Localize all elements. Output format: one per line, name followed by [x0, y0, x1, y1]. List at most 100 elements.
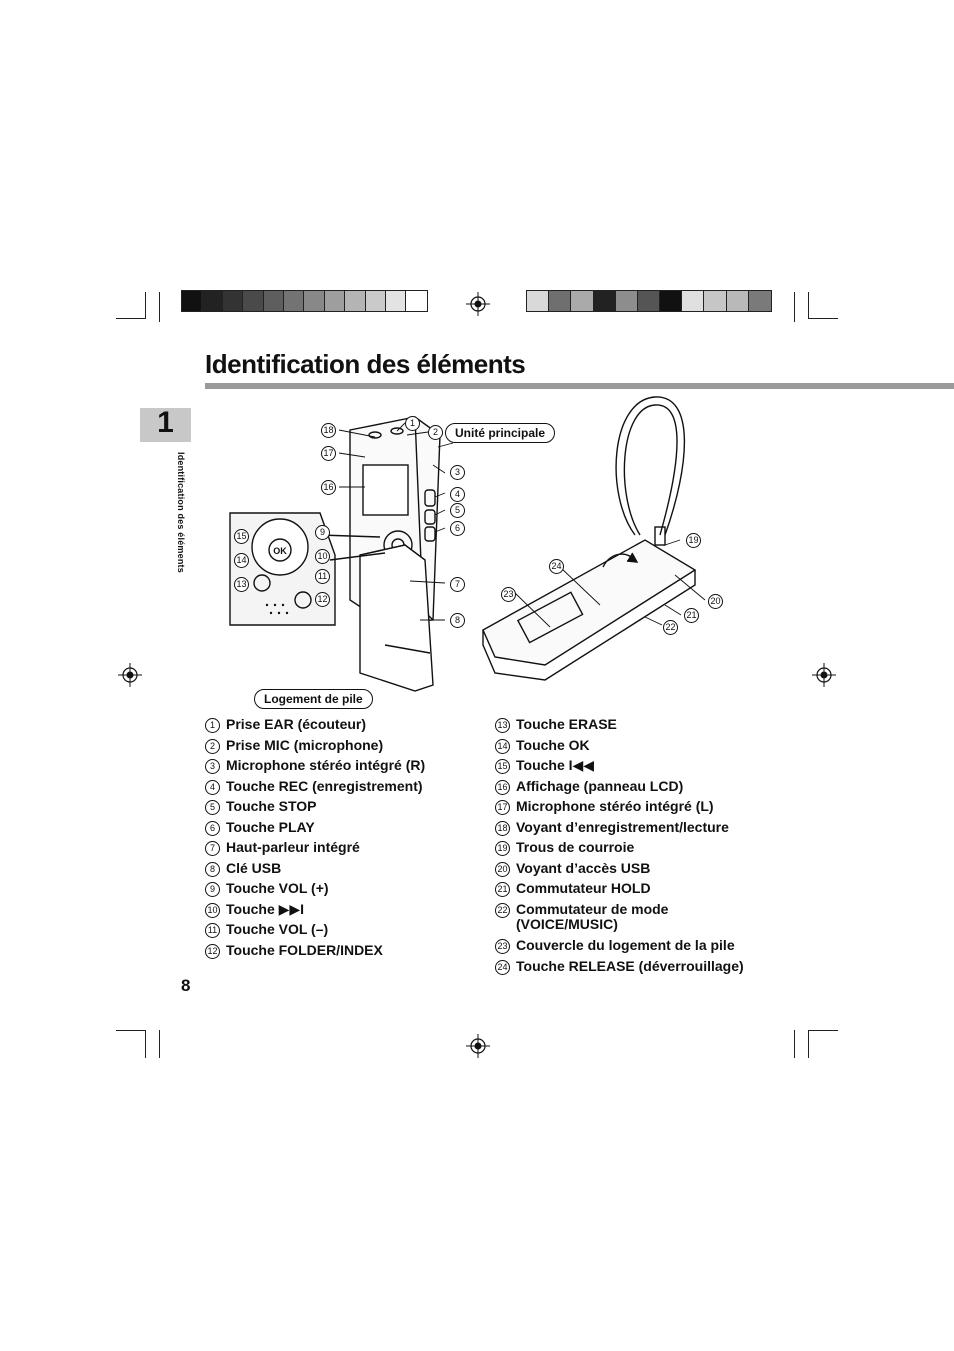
color-swatch — [222, 291, 244, 311]
crop-mark — [116, 1030, 146, 1031]
callout-18: 18 — [321, 423, 336, 438]
crop-mark — [808, 318, 838, 319]
legend-item: 24 Touche RELEASE (déverrouillage) — [495, 958, 744, 975]
legend-number: 3 — [205, 759, 220, 774]
callout-22: 22 — [663, 620, 678, 635]
legend-number: 15 — [495, 759, 510, 774]
legend-item: 21 Commutateur HOLD — [495, 880, 651, 897]
color-swatch — [726, 291, 749, 311]
crop-mark — [808, 1030, 809, 1058]
legend-number: 8 — [205, 861, 220, 877]
legend-item: 1 Prise EAR (écouteur) — [205, 716, 366, 733]
callout-6: 6 — [450, 521, 465, 536]
legend-number: 19 — [495, 841, 510, 856]
legend-number: 12 — [205, 943, 220, 959]
legend-number: 9 — [205, 882, 220, 897]
color-swatch — [386, 291, 407, 311]
callout-13: 13 — [234, 577, 249, 592]
color-swatch — [324, 291, 346, 311]
legend-item: 19 Trous de courroie — [495, 839, 634, 856]
legend-number: 1 — [205, 718, 220, 733]
crop-mark — [145, 1030, 146, 1058]
legend-number: 2 — [205, 738, 220, 754]
legend-number: 4 — [205, 779, 220, 795]
legend-text: Touche VOL (+) — [226, 880, 329, 896]
callout-3: 3 — [450, 465, 465, 480]
legend-text: Trous de courroie — [516, 839, 635, 855]
legend-text: Touche I◀◀ — [516, 757, 595, 773]
legend-number: 6 — [205, 820, 220, 836]
crop-mark — [159, 292, 160, 322]
device-diagram: OK — [229, 396, 706, 692]
legend-item: 6 Touche PLAY — [205, 819, 315, 836]
legend-number: 17 — [495, 800, 510, 815]
color-swatch — [284, 291, 305, 311]
legend-number: 21 — [495, 882, 510, 897]
callout-9: 9 — [315, 525, 330, 540]
color-swatch — [345, 291, 366, 311]
callout-10: 10 — [315, 549, 330, 564]
legend-text: Commutateur HOLD — [516, 880, 651, 896]
crop-mark — [794, 292, 795, 322]
legend-text: Prise EAR (écouteur) — [226, 716, 367, 732]
color-swatch — [571, 291, 594, 311]
legend-number: 11 — [205, 923, 220, 938]
side-chapter-label: Identification des éléments — [176, 452, 186, 573]
registration-mark-icon — [118, 663, 142, 687]
title-rule — [205, 383, 954, 389]
color-swatch — [182, 291, 203, 311]
callout-11: 11 — [315, 569, 330, 584]
legend-item: 20 Voyant d’accès USB — [495, 860, 650, 877]
main-unit-label: Unité principale — [445, 423, 556, 443]
callout-12: 12 — [315, 592, 330, 607]
legend-text: Prise MIC (microphone) — [226, 736, 384, 753]
legend-number: 20 — [495, 861, 510, 877]
callout-8: 8 — [450, 613, 465, 628]
crop-mark — [116, 318, 146, 319]
color-swatch — [263, 291, 285, 311]
legend-text: Touche RELEASE (déverrouillage) — [516, 958, 744, 974]
legend-item: (VOICE/MUSIC) — [495, 916, 618, 935]
callout-24: 24 — [549, 559, 564, 574]
page-title: Identification des éléments — [205, 349, 526, 379]
battery-compartment-label: Logement de pile — [254, 689, 373, 709]
legend-text: Microphone stéréo intégré (L) — [516, 798, 714, 814]
callout-20: 20 — [708, 594, 723, 609]
color-calibration-bar-right — [526, 290, 772, 312]
color-swatch — [406, 291, 427, 311]
legend-number: 24 — [495, 960, 510, 975]
page-number: 8 — [181, 976, 191, 995]
legend-text: Clé USB — [226, 859, 282, 876]
color-swatch — [637, 291, 661, 311]
legend-text: Voyant d’enregistrement/lecture — [516, 818, 729, 835]
color-swatch — [593, 291, 616, 311]
legend-text: Voyant d’accès USB — [516, 859, 651, 876]
color-swatch — [660, 291, 683, 311]
crop-mark — [808, 1030, 838, 1031]
legend-text: Touche STOP — [226, 798, 317, 814]
callout-7: 7 — [450, 577, 465, 592]
legend-text: Touche ▶▶I — [226, 900, 305, 917]
callout-17: 17 — [321, 446, 336, 461]
callout-21: 21 — [684, 608, 699, 623]
color-swatch — [615, 291, 638, 311]
crop-mark — [159, 1030, 160, 1058]
color-swatch — [365, 291, 387, 311]
legend-item: 15 Touche I◀◀ — [495, 757, 594, 774]
legend-text: Couvercle du logement de la pile — [516, 937, 735, 953]
callout-15: 15 — [234, 529, 249, 544]
legend-item: 8 Clé USB — [205, 860, 281, 877]
legend-text: Touche PLAY — [226, 818, 315, 835]
legend-number: 14 — [495, 738, 510, 754]
registration-mark-icon — [466, 1034, 490, 1058]
legend-text: Touche ERASE — [516, 716, 617, 732]
